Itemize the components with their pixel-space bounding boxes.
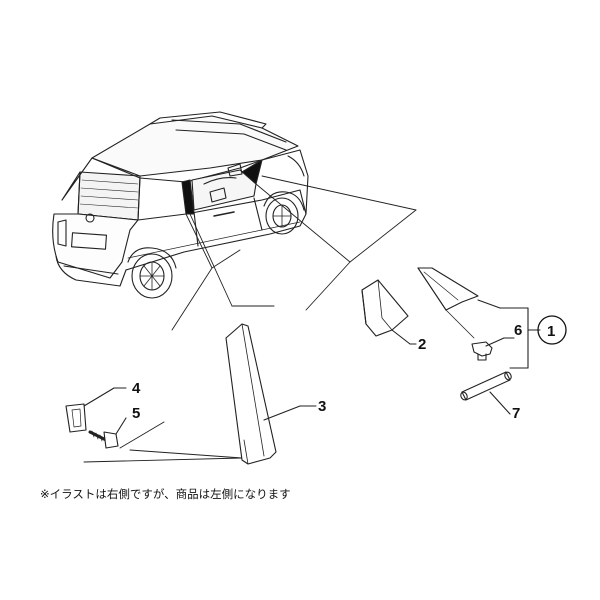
callout-6: 6 xyxy=(514,322,522,339)
part-2-panel xyxy=(361,279,417,345)
part-4-clip-plate xyxy=(65,387,127,433)
part-7-pin xyxy=(460,371,512,415)
callout-5: 5 xyxy=(132,405,140,422)
callout-3: 3 xyxy=(318,398,326,415)
callout-4: 4 xyxy=(132,380,141,397)
callout-1: 1 xyxy=(547,323,555,340)
car-illustration xyxy=(52,111,309,299)
illustration-note: ※イラストは右側ですが、商品は左側になります xyxy=(40,487,291,501)
guide-lines xyxy=(83,175,417,463)
part-5-screw xyxy=(88,417,127,449)
callout-7: 7 xyxy=(512,405,520,422)
part-3-pillar-trim xyxy=(225,323,317,465)
part-6-clip xyxy=(455,319,515,361)
callout-1-circle xyxy=(537,315,567,345)
callout-2: 2 xyxy=(418,336,426,353)
